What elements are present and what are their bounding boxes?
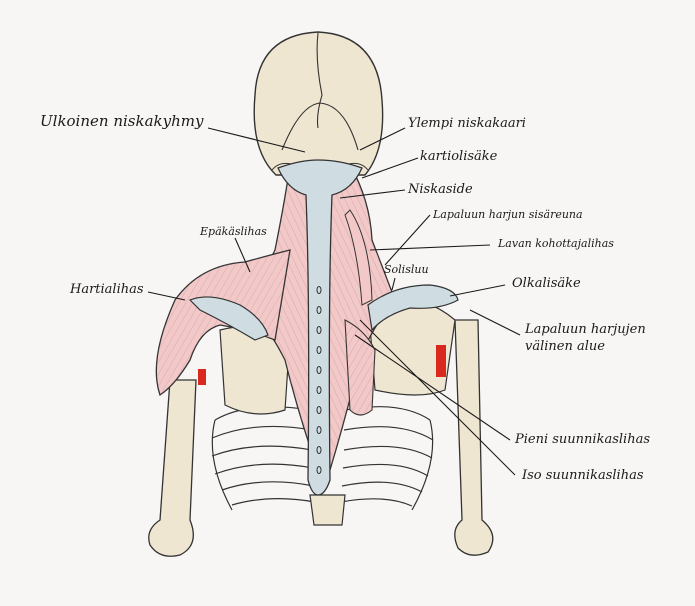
label-niskaside: Niskaside <box>408 182 473 197</box>
label-lapaluun-harjujen-2: välinen alue <box>525 339 605 354</box>
left-humerus <box>149 380 196 556</box>
red-marker-left <box>198 369 206 385</box>
lumbar-vertebrae <box>310 495 345 525</box>
label-lavan-kohottajalihas: Lavan kohottajalihas <box>498 236 614 251</box>
right-humerus <box>455 320 493 555</box>
label-hartialihas: Hartialihas <box>70 282 144 297</box>
label-iso-suunnikaslihas: Iso suunnikaslihas <box>522 468 644 483</box>
label-solisluu: Solisluu <box>384 262 429 277</box>
red-marker-right <box>436 345 446 377</box>
label-olkalisake: Olkalisäke <box>512 276 581 291</box>
skull <box>254 32 382 175</box>
label-lapaluun-harjujen-1: Lapaluun harjujen <box>525 322 646 337</box>
label-lapaluun-harjun-sisareuna: Lapaluun harjun sisäreuna <box>433 207 583 222</box>
label-kartiolisake: kartiolisäke <box>420 149 497 164</box>
label-ylempi-niskakaari: Ylempi niskakaari <box>408 116 526 131</box>
label-ulkoinen-niskakyhmy: Ulkoinen niskakyhmy <box>40 114 203 129</box>
label-pieni-suunnikaslihas: Pieni suunnikaslihas <box>515 432 650 447</box>
label-epakaslihas: Epäkäslihas <box>200 224 267 239</box>
